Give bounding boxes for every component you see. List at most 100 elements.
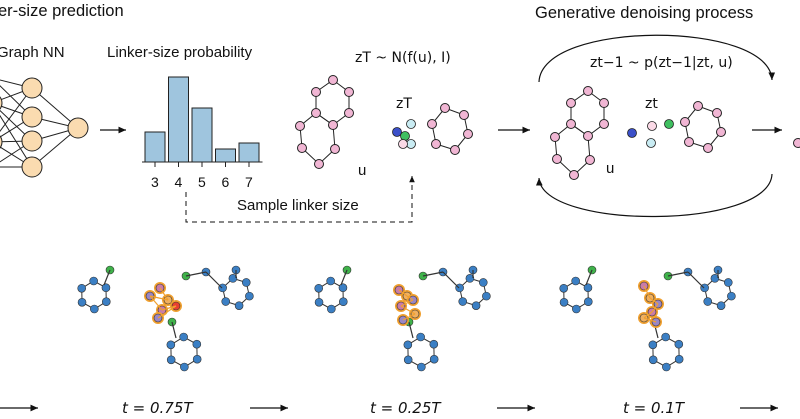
atom [241,278,251,287]
bond [687,271,705,289]
tick-label-3: 3 [151,174,159,190]
bond [408,321,414,339]
atom [338,297,348,307]
zt-label-left: zT [396,96,412,112]
atom [101,297,111,307]
atom [465,274,475,283]
atom [674,339,684,349]
timestep-label-2: t = 0.25T [370,399,441,417]
atom [403,355,413,365]
bond [406,295,414,301]
atom [326,276,335,286]
atom [90,304,99,314]
bond [398,289,408,297]
atom [482,291,491,301]
bar-3 [144,131,166,163]
bond [159,287,169,301]
noise-cluster-zt-right [627,119,674,148]
u-label-right: u [606,160,615,177]
ring-bottom-bonds [407,336,435,368]
atom [314,297,324,307]
atom [327,304,336,314]
atom [234,301,244,310]
atom [429,354,439,364]
bar-4 [168,76,189,163]
section-title-denoising: Generative denoising process [535,4,754,22]
bond [149,295,163,311]
ring-bottom-bonds [170,336,198,368]
fragments-u-left [295,75,473,169]
atom [166,355,176,365]
atom [314,283,324,293]
timestep-label-3: t = 0.1T [623,399,685,417]
bond [340,269,348,286]
tick-label-5: 5 [198,174,206,190]
sample-linker-path [185,176,415,223]
atom [192,354,202,364]
atom [458,297,468,306]
bar-5 [191,107,213,163]
atom [228,274,238,283]
bond [205,271,223,289]
atom [77,283,87,293]
bond [171,321,177,339]
atom [571,276,580,286]
tick-label-6: 6 [221,174,230,190]
bond [585,269,593,286]
zt-label-right: zt [645,96,658,112]
output-node-partial [793,138,800,148]
bond [103,269,111,286]
neural-network-icon [0,77,89,178]
atom [245,291,254,301]
atom [710,274,720,283]
prior-formula: zT ~ N(f(u), I) [355,50,451,66]
ring-bottom-bonds [652,336,680,368]
sample-linker-size-label: Sample linker size [237,197,359,214]
timestep-label-1: t = 0.75T [122,399,193,417]
atom [703,297,713,306]
atom [403,340,413,350]
atom [583,283,593,293]
bond [402,313,416,321]
bar-6 [215,148,236,163]
bond [400,305,416,315]
atom [192,339,202,349]
bond [442,271,460,289]
atom [648,340,658,350]
loop-arrow-bottom [535,173,773,218]
tick-label-4: 4 [174,174,183,190]
atom [478,278,488,287]
bond [161,305,177,311]
atom [662,362,671,372]
graph-nn-label: Graph NN [0,44,65,61]
atom [559,297,569,307]
atom [583,297,593,307]
u-label-left: u [358,162,367,179]
atom [77,297,87,307]
bond [149,295,169,301]
bond [649,297,659,305]
probability-label: Linker-size probability [107,44,253,61]
noise-cluster-zt-left [392,119,416,149]
tick-label-7: 7 [245,174,253,190]
atom [89,276,98,286]
linker-size-bar-chart [142,76,263,167]
bond [651,303,659,313]
bond [643,285,651,299]
bar-7 [238,142,260,163]
atom [166,340,176,350]
bond [400,299,414,307]
atom [101,283,111,293]
bond [643,311,653,319]
loop-arrow-top [538,34,776,83]
atom [179,332,188,342]
atom [727,291,736,301]
atom [716,301,726,310]
atom [723,278,733,287]
section-title-prediction: er-size prediction [0,2,124,20]
atom [338,283,348,293]
atom [572,304,581,314]
denoising-snapshots [77,265,736,372]
denoise-formula: zt−1 ~ p(zt−1|zt, u) [590,55,733,71]
